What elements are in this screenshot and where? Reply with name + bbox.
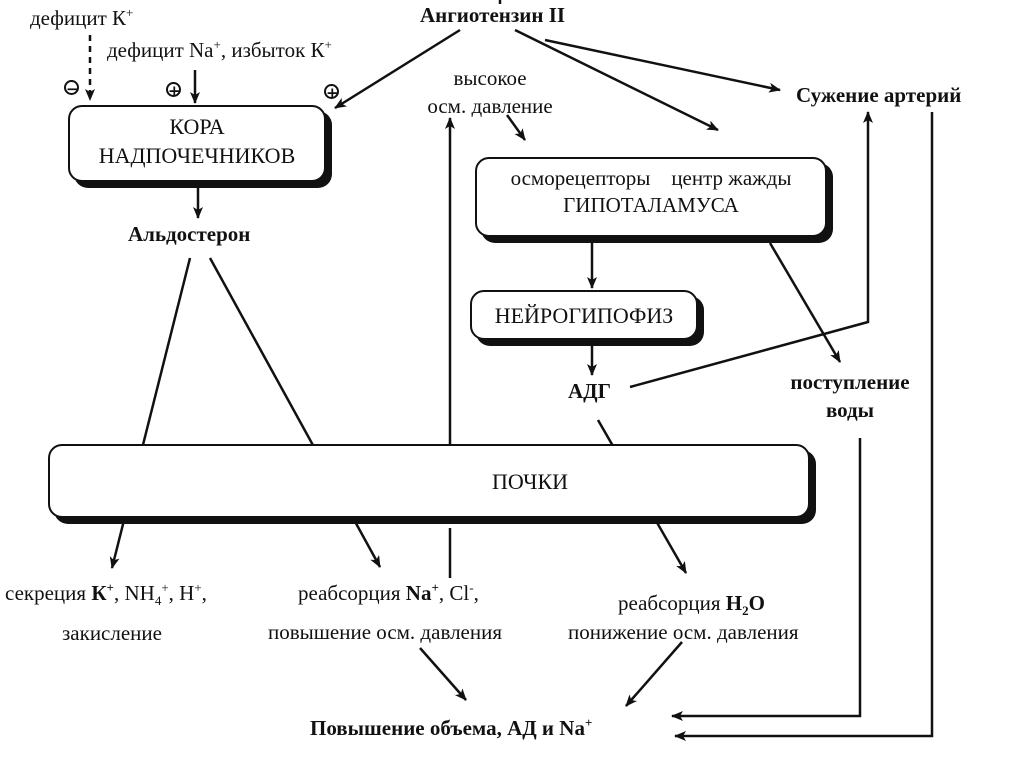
- arrow-water-reabsorption-to-result: [625, 641, 683, 707]
- kidneys-box: [48, 444, 810, 518]
- result-label: Повышение объема, АД и Na+: [310, 715, 593, 740]
- arrow-adh-to-arteries: [629, 111, 873, 389]
- arrow-osm-to-hypothalamus: [505, 114, 527, 141]
- osm-increase-label: повышение осм. давления: [268, 620, 503, 644]
- minus-sign-icon: −: [64, 80, 79, 98]
- artery-narrowing-label: Сужение артерий: [796, 83, 962, 107]
- k-deficit-label: дефицит К+: [30, 5, 134, 30]
- hypothalamus-box: [475, 157, 827, 237]
- arrow-aldosterone-to-na-reabsorption: [208, 257, 382, 568]
- adrenal-cortex-box: [68, 105, 326, 182]
- na-deficit-label: дефицит Na+, избыток К+: [107, 37, 332, 62]
- adh-label: АДГ: [568, 379, 611, 403]
- aldosterone-label: Альдостерон: [128, 222, 251, 246]
- arrow-aldosterone-to-secretion: [109, 257, 192, 569]
- na-reabsorption-label: реабсорция Na+, Cl-,: [298, 580, 479, 605]
- neurohypophysis-label: НЕЙРОГИПОФИЗ: [494, 303, 674, 328]
- kidneys-label: ПОЧКИ: [491, 469, 569, 494]
- arrow-arteries-to-result: [674, 112, 934, 741]
- water-reabsorption-label: реабсорция H2O: [618, 591, 765, 619]
- arrow-angiotensin-to-cortex: [334, 28, 461, 110]
- acidification-label: закисление: [62, 621, 162, 645]
- angiotensin-label: Ангиотензин II: [420, 3, 566, 27]
- arrow-hypothalamus-to-water-intake: [768, 242, 842, 363]
- arrow-angiotensin-to-arteries: [544, 38, 781, 93]
- neurohypophysis-box: [470, 290, 698, 340]
- osm-decrease-label: понижение осм. давления: [568, 620, 799, 644]
- plus-sign-icon: +: [324, 84, 339, 102]
- plus-sign-icon: +: [166, 82, 181, 100]
- secretion-label: секреция К+, NH4+, H+,: [5, 580, 207, 609]
- arrow-angiotensin-to-hypothalamus: [514, 28, 719, 132]
- arrow-water-intake-to-result: [671, 438, 862, 721]
- arrow-na-reabsorption-to-result: [419, 647, 467, 701]
